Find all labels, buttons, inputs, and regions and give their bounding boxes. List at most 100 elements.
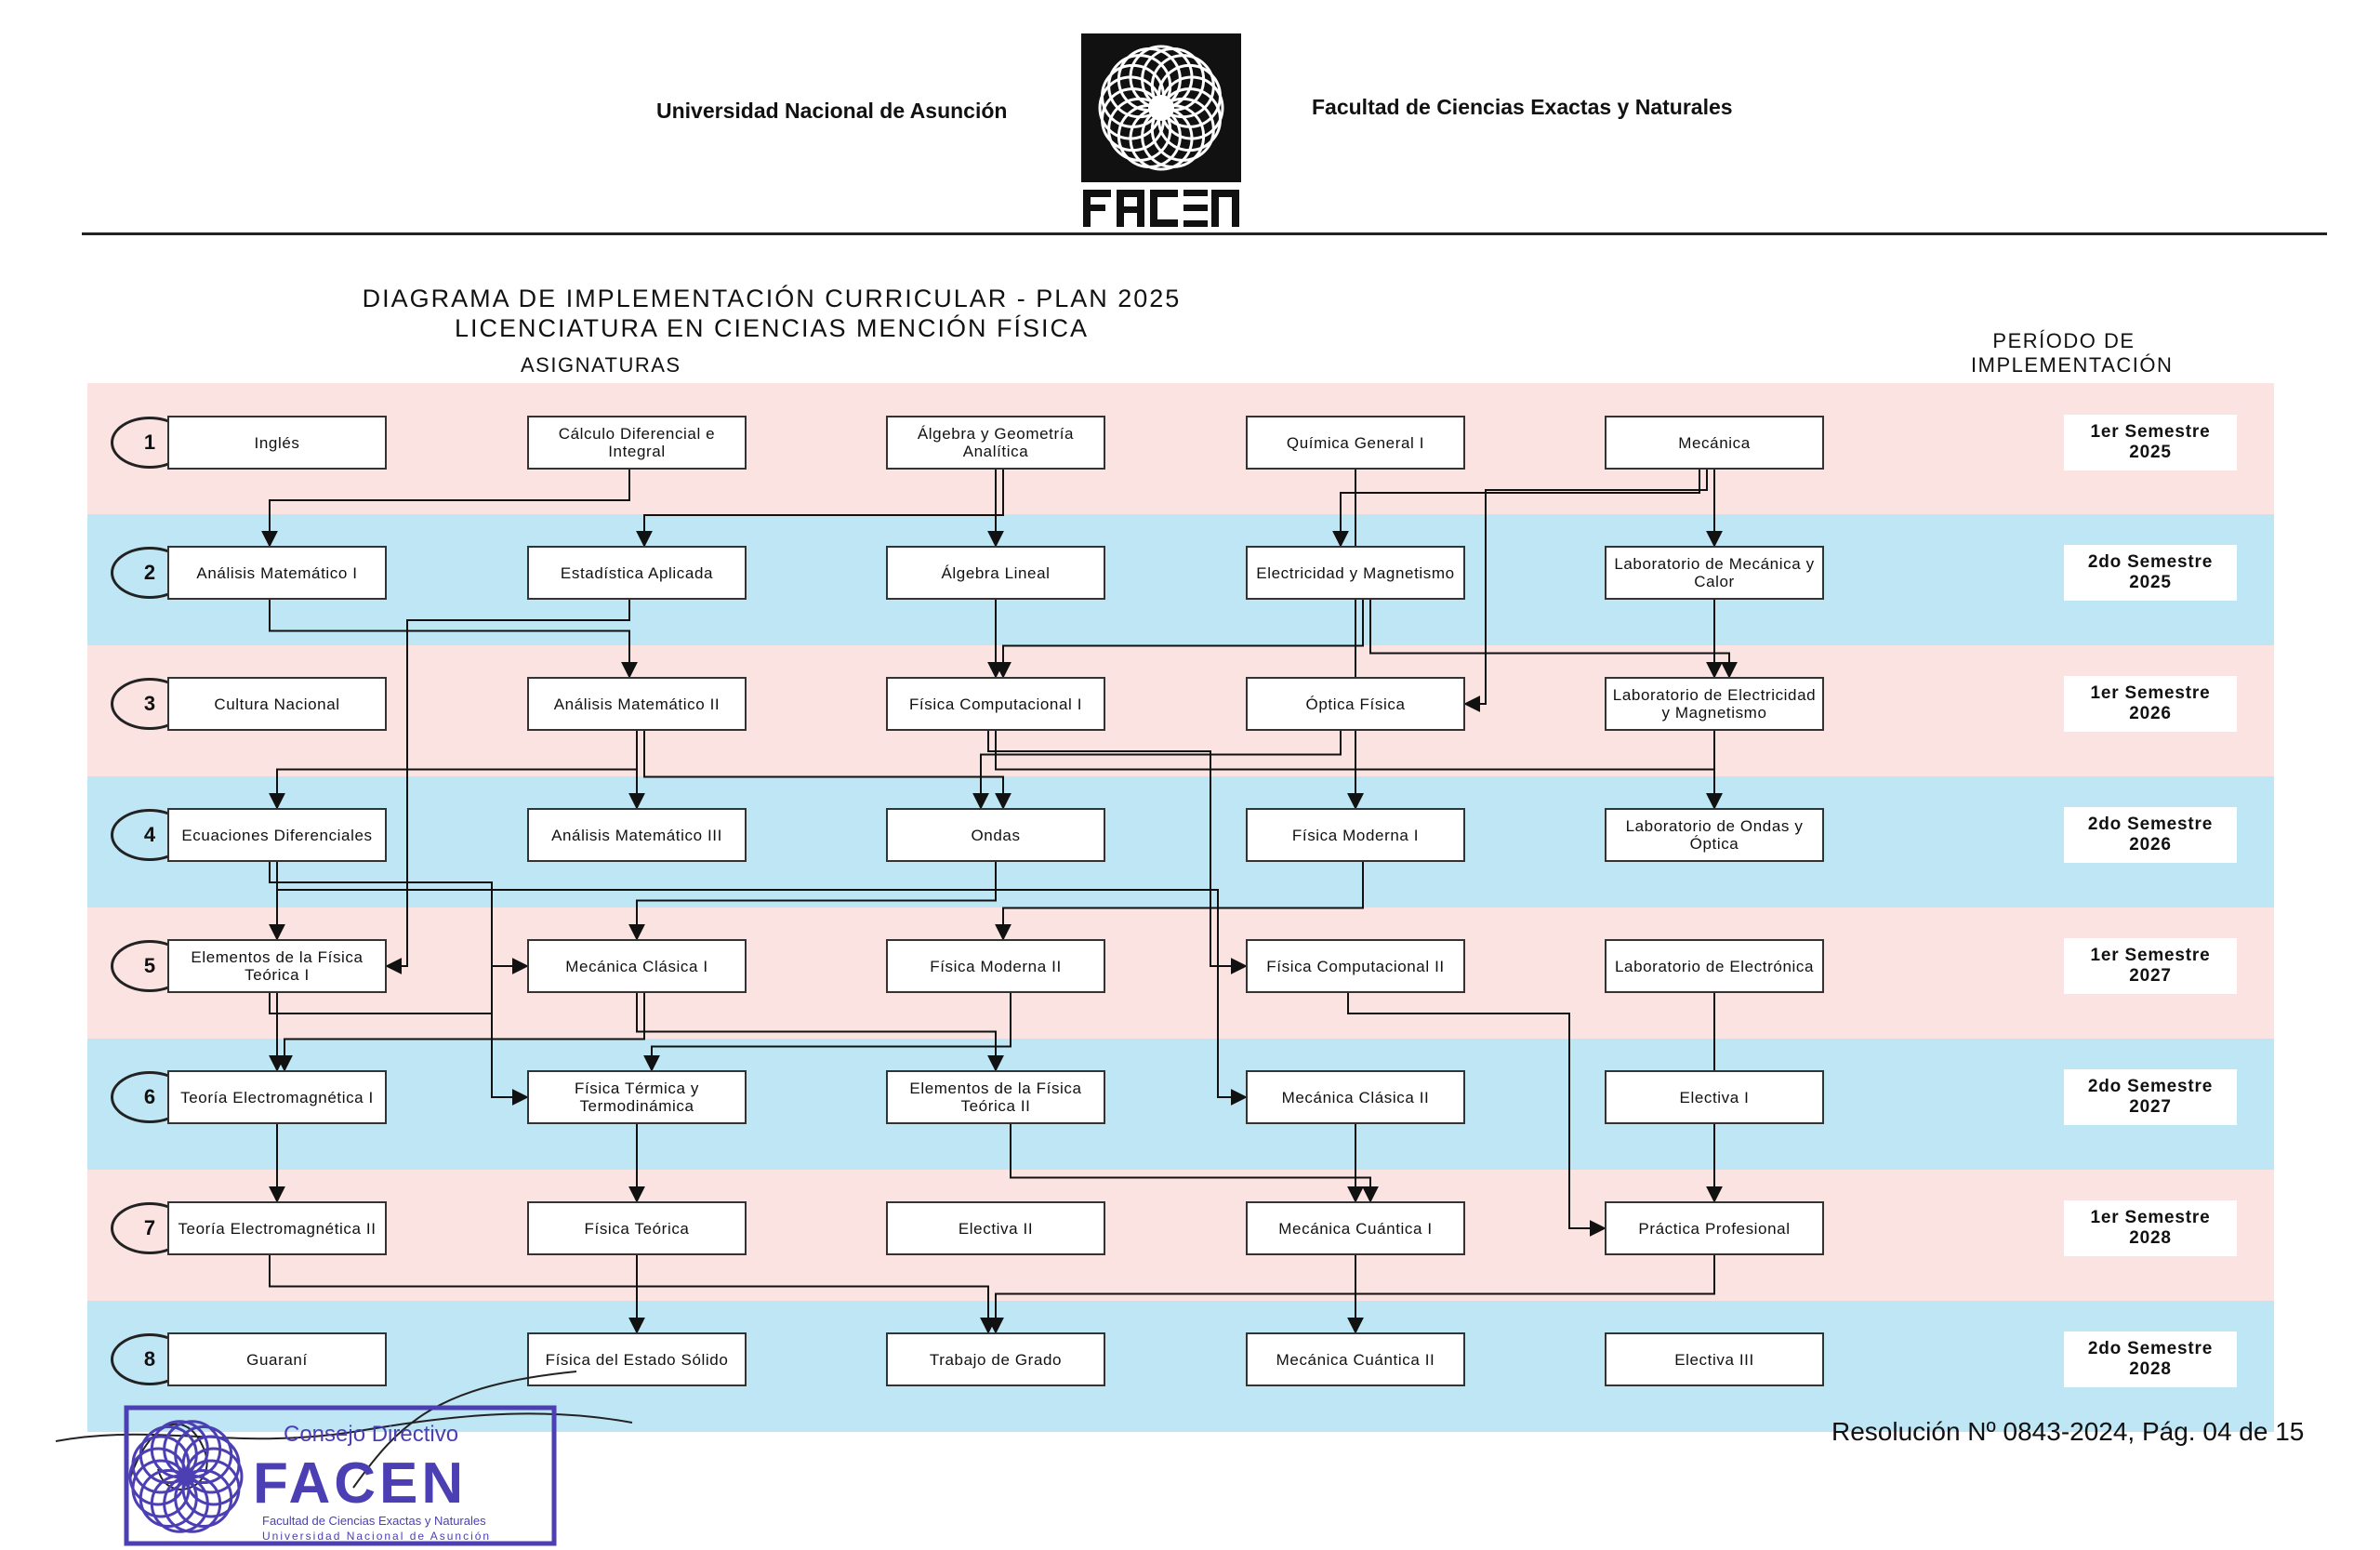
prerequisite-arrow bbox=[972, 731, 1342, 810]
subject-analisis-matematico-ii: Análisis Matemático II bbox=[527, 677, 747, 731]
prerequisite-arrow bbox=[1332, 470, 1700, 548]
subject-quimica-general-i: Química General I bbox=[1246, 416, 1465, 470]
facen-wordmark-icon bbox=[1083, 190, 1239, 227]
subject-laboratorio-de-electricidad-y-magnetismo: Laboratorio de Electricidad y Magnetismo bbox=[1605, 677, 1824, 731]
prerequisite-arrow bbox=[995, 600, 1364, 679]
band-semester-2 bbox=[87, 514, 2274, 645]
rosette-petal bbox=[150, 1420, 209, 1479]
period-year: 2025 bbox=[2129, 573, 2172, 592]
period-term: 2do Semestre bbox=[2087, 1077, 2214, 1096]
subject-mecanica-clasica-ii: Mecánica Clásica II bbox=[1246, 1070, 1465, 1124]
period-column-label-2: IMPLEMENTACIÓN bbox=[1971, 353, 2174, 377]
band-semester-7 bbox=[87, 1170, 2274, 1301]
rosette-petal bbox=[1150, 54, 1215, 119]
subject-fisica-del-estado-solido: Física del Estado Sólido bbox=[527, 1332, 747, 1386]
prerequisite-arrow bbox=[1369, 600, 1738, 679]
prerequisite-arrow bbox=[269, 1255, 997, 1334]
subject-mecanica: Mecánica bbox=[1605, 416, 1824, 470]
stamp-brand: FACEN bbox=[253, 1451, 467, 1516]
rosette-petal bbox=[174, 1425, 233, 1485]
subject-practica-profesional: Práctica Profesional bbox=[1605, 1201, 1824, 1255]
resolution-footer: Resolución Nº 0843-2024, Pág. 04 de 15 bbox=[1831, 1417, 2305, 1446]
prerequisite-arrow bbox=[1463, 470, 1708, 712]
band-semester-5 bbox=[87, 907, 2274, 1039]
rosette-petal bbox=[131, 1435, 191, 1494]
period-term: 2do Semestre bbox=[2087, 552, 2214, 572]
subject-fisica-termica-y-termodinamica: Física Térmica y Termodinámica bbox=[527, 1070, 747, 1124]
subject-cultura-nacional: Cultura Nacional bbox=[167, 677, 387, 731]
subject-fisica-computacional-ii: Física Computacional II bbox=[1246, 939, 1465, 993]
period-year: 2027 bbox=[2129, 966, 2172, 986]
subjects-column-label: ASIGNATURAS bbox=[521, 353, 681, 377]
stamp-line3: Universidad Nacional de Asunción bbox=[262, 1530, 491, 1543]
rosette-petal bbox=[181, 1435, 241, 1494]
prerequisite-arrow bbox=[987, 731, 1248, 974]
subject-mecanica-cuantica-ii: Mecánica Cuántica II bbox=[1246, 1332, 1465, 1386]
subject-laboratorio-de-ondas-y-optica: Laboratorio de Ondas y Óptica bbox=[1605, 808, 1824, 862]
subject-mecanica-cuantica-i: Mecánica Cuántica I bbox=[1246, 1201, 1465, 1255]
prerequisite-arrow bbox=[269, 862, 529, 1106]
diagram-title: DIAGRAMA DE IMPLEMENTACIÓN CURRICULAR - … bbox=[362, 285, 1182, 312]
subject-trabajo-de-grado: Trabajo de Grado bbox=[886, 1332, 1105, 1386]
prerequisite-arrow bbox=[995, 862, 1364, 941]
prerequisite-arrow bbox=[276, 993, 645, 1072]
period-year: 2027 bbox=[2129, 1097, 2172, 1117]
subject-ingles: Inglés bbox=[167, 416, 387, 470]
subject-algebra-y-geometria-analitica: Álgebra y Geometría Analítica bbox=[886, 416, 1105, 470]
header-divider bbox=[82, 232, 2327, 235]
subject-fisica-moderna-i: Física Moderna I bbox=[1246, 808, 1465, 862]
subject-algebra-lineal: Álgebra Lineal bbox=[886, 546, 1105, 600]
prerequisite-arrow bbox=[269, 731, 638, 810]
period-term: 1er Semestre bbox=[2090, 946, 2211, 965]
period-column-label-1: PERÍODO DE bbox=[1992, 329, 2135, 352]
subject-electiva-i: Electiva I bbox=[1605, 1070, 1824, 1124]
prerequisite-arrow bbox=[1010, 1124, 1379, 1203]
seal-stamp-icon: Consejo Directivo FACEN Facultad de Cien… bbox=[55, 1371, 633, 1546]
diagram-subtitle: LICENCIATURA EN CIENCIAS MENCIÓN FÍSICA bbox=[454, 314, 1090, 342]
prerequisite-arrow bbox=[995, 731, 1723, 810]
prerequisite-arrow bbox=[628, 862, 997, 941]
prerequisite-arrow bbox=[643, 731, 1012, 810]
university-name: Universidad Nacional de Asunción bbox=[656, 99, 1008, 123]
subject-teoria-electromagnetica-ii: Teoría Electromagnética II bbox=[167, 1201, 387, 1255]
subject-ecuaciones-diferenciales: Ecuaciones Diferenciales bbox=[167, 808, 387, 862]
stamp-line2: Facultad de Ciencias Exactas y Naturales bbox=[262, 1514, 486, 1528]
period-term: 2do Semestre bbox=[2087, 1339, 2214, 1358]
facen-rosette-logo-icon bbox=[1081, 33, 1241, 182]
rosette-petal bbox=[163, 1420, 222, 1479]
subject-fisica-teorica: Física Teórica bbox=[527, 1201, 747, 1255]
subject-elementos-de-la-fisica-teorica-ii: Elementos de la Física Teórica II bbox=[886, 1070, 1105, 1124]
subject-analisis-matematico-i: Análisis Matemático I bbox=[167, 546, 387, 600]
prerequisite-arrow bbox=[276, 862, 1248, 1106]
period-year: 2025 bbox=[2129, 443, 2172, 462]
subject-analisis-matematico-iii: Análisis Matemático III bbox=[527, 808, 747, 862]
prerequisite-arrow bbox=[261, 470, 630, 548]
subject-guarani: Guaraní bbox=[167, 1332, 387, 1386]
subject-optica-fisica: Óptica Física bbox=[1246, 677, 1465, 731]
subject-elementos-de-la-fisica-teorica-i: Elementos de la Física Teórica I bbox=[167, 939, 387, 993]
prerequisite-arrow bbox=[643, 993, 1012, 1072]
period-year: 2028 bbox=[2129, 1359, 2172, 1379]
subject-electiva-iii: Electiva III bbox=[1605, 1332, 1824, 1386]
prerequisite-arrow bbox=[636, 470, 1004, 548]
band-semester-6 bbox=[87, 1039, 2274, 1170]
prerequisite-arrow bbox=[636, 993, 1004, 1072]
period-year: 2026 bbox=[2129, 835, 2172, 854]
subject-fisica-computacional-i: Física Computacional I bbox=[886, 677, 1105, 731]
period-year: 2028 bbox=[2129, 1228, 2172, 1248]
stamp-line1: Consejo Directivo bbox=[284, 1422, 458, 1447]
subject-estadistica-aplicada: Estadística Aplicada bbox=[527, 546, 747, 600]
prerequisite-arrow bbox=[1347, 993, 1606, 1237]
faculty-name: Facultad de Ciencias Exactas y Naturales bbox=[1312, 95, 1733, 119]
period-term: 2do Semestre bbox=[2087, 815, 2214, 834]
prerequisite-arrow bbox=[385, 600, 630, 974]
subject-electiva-ii: Electiva II bbox=[886, 1201, 1105, 1255]
subject-fisica-moderna-ii: Física Moderna II bbox=[886, 939, 1105, 993]
